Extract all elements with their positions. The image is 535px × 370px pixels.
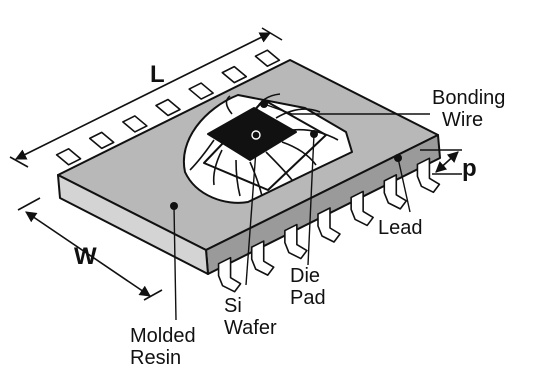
front-lead bbox=[252, 241, 274, 275]
si-wafer-label: Si Wafer bbox=[224, 295, 277, 339]
si-wafer-label-line1: Si bbox=[224, 295, 242, 317]
lead-label: Lead bbox=[378, 217, 423, 239]
bonding-wire-label-line1: Bonding bbox=[432, 87, 505, 109]
die-pad-marker-icon bbox=[310, 130, 318, 138]
molded-resin-label-line2: Resin bbox=[130, 347, 181, 369]
back-lead bbox=[90, 132, 114, 148]
width-label: W bbox=[74, 243, 97, 270]
back-lead bbox=[156, 100, 180, 116]
back-lead bbox=[189, 83, 213, 99]
front-lead bbox=[219, 258, 241, 292]
die-pad-label: Die Pad bbox=[290, 265, 326, 309]
pitch-label: p bbox=[462, 155, 477, 182]
back-lead bbox=[222, 67, 246, 83]
bonding-wire-label-line2: Wire bbox=[442, 109, 483, 131]
front-lead bbox=[285, 225, 307, 259]
length-label: L bbox=[150, 61, 165, 88]
front-lead bbox=[318, 208, 340, 242]
molded-resin-marker-icon bbox=[170, 202, 178, 210]
molded-resin-label-line1: Molded bbox=[130, 325, 196, 347]
width-extension-top bbox=[18, 198, 40, 210]
bonding-wire-label: Bonding Wire bbox=[432, 87, 511, 131]
back-lead bbox=[255, 50, 279, 66]
width-extension-bottom bbox=[144, 290, 162, 300]
die-pad-label-line2: Pad bbox=[290, 287, 326, 309]
length-extension-left bbox=[10, 157, 28, 167]
back-lead bbox=[57, 149, 81, 165]
die-pad-label-line1: Die bbox=[290, 265, 320, 287]
length-extension-right bbox=[262, 28, 282, 40]
bonding-wire-marker-icon bbox=[260, 100, 268, 108]
front-lead bbox=[417, 158, 439, 192]
front-lead bbox=[351, 191, 373, 225]
molded-resin-label: Molded Resin bbox=[130, 325, 201, 369]
lead-marker-icon bbox=[394, 154, 402, 162]
back-lead bbox=[123, 116, 147, 132]
si-wafer-label-line2: Wafer bbox=[224, 317, 277, 339]
